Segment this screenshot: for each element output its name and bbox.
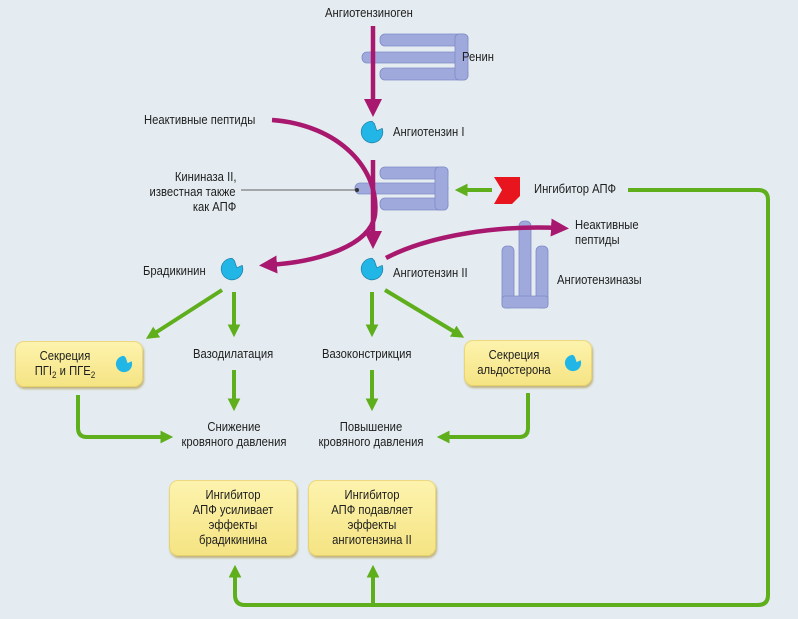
suppresses-box-line3: эффекты [347, 518, 397, 532]
enhances-box-line3: эффекты [208, 518, 258, 532]
renin-enzyme-icon [361, 33, 469, 81]
kininase-label-line3: как АПФ [192, 200, 236, 214]
angiotensin-1-molecule-icon [360, 120, 384, 144]
prostaglandin-to-decrease-arrow [76, 395, 174, 444]
angiotensinases-enzyme-icon [501, 220, 549, 309]
inhibitor-feedback-loop [228, 188, 770, 607]
angiotensin-2-inactivation-arc [384, 218, 569, 260]
kininase-label-line1: Кининаза II, [174, 170, 236, 184]
angiotensinogen-label: Ангиотензиноген [325, 6, 413, 20]
aldosterone-secretion-box: Секреция альдостерона [464, 340, 592, 386]
bp-increase-label-line2: кровяного давления [318, 435, 424, 449]
renin-label: Ренин [462, 50, 494, 64]
suppresses-box-line2: АПФ подавляет [331, 503, 413, 517]
ace-enzyme-icon [354, 166, 449, 211]
enhances-bradykinin-box: Ингибитор АПФ усиливает эффекты брадикин… [169, 480, 297, 556]
bradykinin-to-prostaglandin-arrow [145, 288, 224, 339]
bradykinin-molecule-icon [220, 257, 244, 281]
inactive-peptides-left-label: Неактивные пептиды [144, 113, 256, 127]
ace-inhibitor-icon [494, 177, 520, 204]
prostaglandin-box-line2: ПГI2 и ПГЕ2 [34, 364, 96, 380]
prostaglandin-box-line1: Секреция [39, 349, 91, 363]
aldosterone-box-line1: Секреция [488, 348, 540, 362]
vasoconstriction-label: Вазоконстрикция [322, 347, 412, 361]
aldosterone-molecule-icon [564, 354, 582, 372]
bp-increase-label-line1: Повышение [339, 420, 403, 434]
inactive-peptides-right-label-line1: Неактивные [575, 218, 639, 232]
suppresses-box-line4: ангиотензина II [332, 533, 412, 547]
aldosterone-to-increase-arrow [436, 393, 530, 444]
bradykinin-label: Брадикинин [143, 264, 206, 278]
suppresses-box-line1: Ингибитор [344, 488, 400, 502]
angiotensin-1-label: Ангиотензин I [393, 125, 465, 139]
kininase-label-line2: известная также [149, 185, 236, 199]
aldosterone-box-line2: альдостерона [477, 363, 551, 377]
angiotensinases-label: Ангиотензиназы [557, 273, 642, 287]
angiotensin-2-molecule-icon [360, 257, 384, 281]
enhances-box-line2: АПФ усиливает [192, 503, 274, 517]
bradykinin-inactivation-arc [259, 117, 378, 274]
suppresses-angiotensin-box: Ингибитор АПФ подавляет эффекты ангиотен… [308, 480, 436, 556]
bp-decrease-label-line2: кровяного давления [181, 435, 287, 449]
enhances-box-line1: Ингибитор [205, 488, 261, 502]
ace-inhibitor-label: Ингибитор АПФ [534, 182, 617, 196]
bp-decrease-label-line1: Снижение [207, 420, 261, 434]
angiotensin-2-label: Ангиотензин II [393, 266, 468, 280]
inactive-peptides-right-label-line2: пептиды [575, 233, 620, 247]
vasodilation-label: Вазодилатация [193, 347, 274, 361]
prostaglandin-molecule-icon [115, 355, 133, 373]
prostaglandin-secretion-box: Секреция ПГI2 и ПГЕ2 [15, 341, 143, 387]
enhances-box-line4: брадикинина [199, 533, 267, 547]
angiotensin-2-to-aldosterone-arrow [383, 288, 465, 338]
